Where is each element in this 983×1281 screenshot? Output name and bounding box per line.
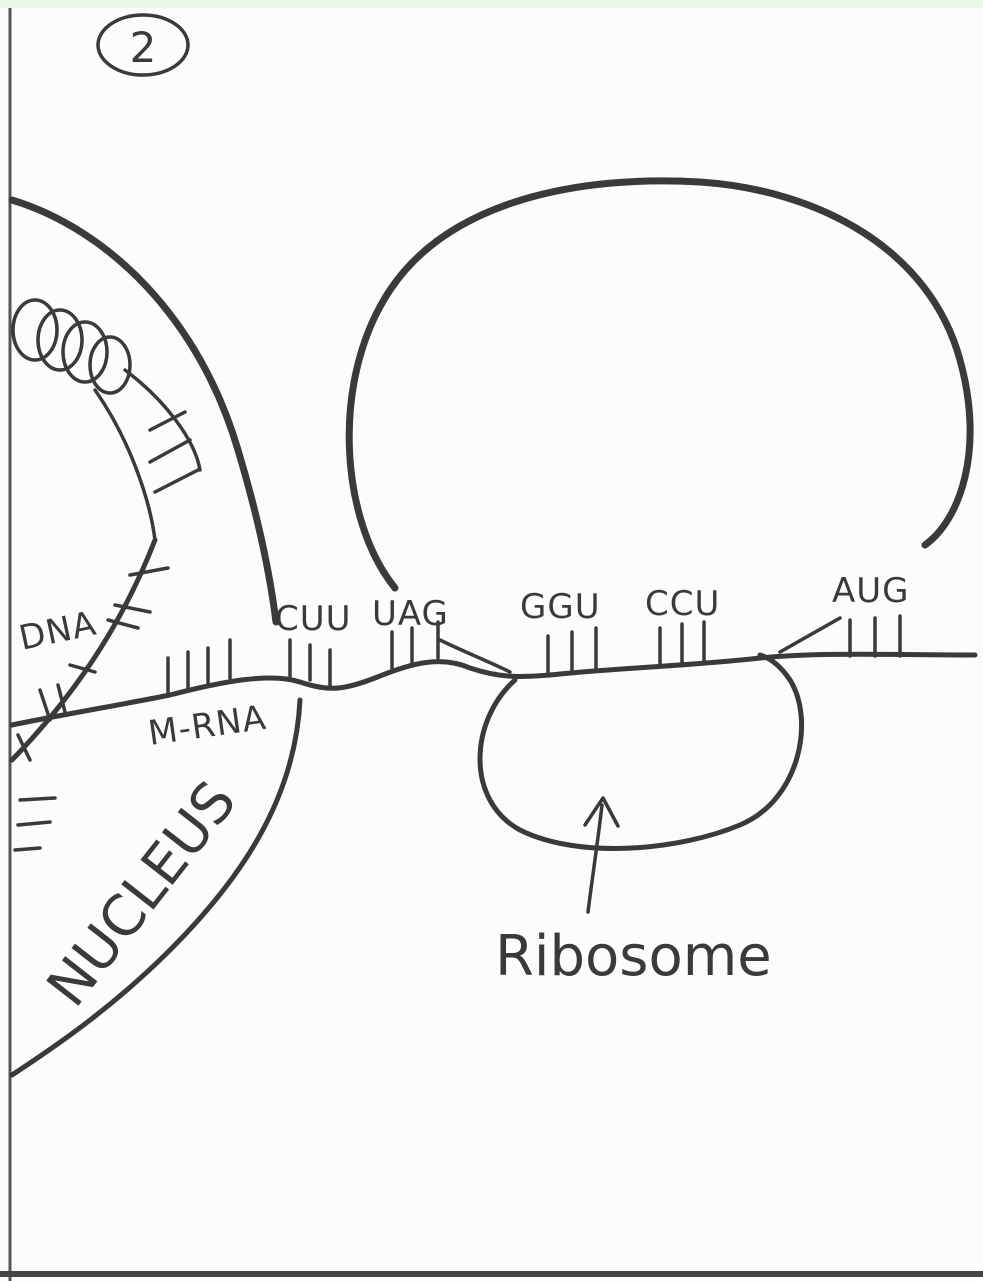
dna-rung [150,440,190,462]
dna-rung [20,798,55,800]
codon-label: CUU [275,599,352,639]
codon-label: UAG [372,594,449,634]
arrow-shaft [588,805,602,912]
ribosome-contact-right [780,618,840,652]
mrna-label: M-RNA [146,698,269,754]
ribosome-label: Ribosome [495,924,772,989]
ribosome-arrow [585,798,618,912]
dna-coil [13,300,57,360]
dna-rung [155,470,198,492]
dna-coil [63,322,107,382]
ribosome-small-subunit [480,655,802,849]
page-number-badge: 2 [98,15,188,75]
codon-label: CCU [645,584,720,624]
dna-rung [15,848,40,850]
dna-rung [130,568,168,575]
dna-rung [18,735,30,760]
dna-helix [12,300,200,850]
dna-label: DNA [16,603,100,658]
dna-coil [38,310,82,370]
ribosome-large-subunit [349,181,970,588]
dna-coil [90,337,130,393]
codon-label: AUG [832,571,910,611]
cell-membrane [12,200,276,622]
dna-strand [95,390,155,540]
codon-label: GGU [520,587,601,627]
dna-rung [18,822,50,825]
top-edge-strip [0,0,983,8]
page-number: 2 [130,23,157,72]
